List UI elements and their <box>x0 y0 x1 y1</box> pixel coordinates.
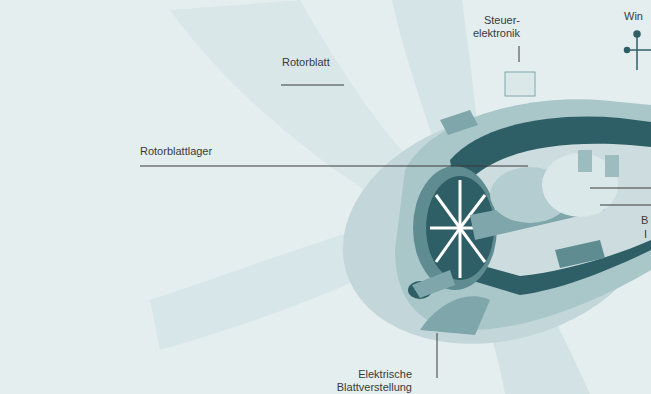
hub-halo <box>316 78 651 377</box>
wind-vane-symbol <box>625 31 651 70</box>
control-cabinet <box>505 72 535 96</box>
frame-block <box>440 110 478 135</box>
part-label: Rotorblattlager <box>140 145 260 158</box>
generator-part <box>605 155 619 177</box>
frame-block <box>555 240 605 268</box>
pitch-tube <box>412 270 455 298</box>
nacelle-shell <box>395 99 651 330</box>
generator-part <box>578 150 592 172</box>
part-label: I <box>644 228 651 241</box>
pitch-drive <box>420 296 490 335</box>
part-label: Rotorblatt <box>282 56 372 69</box>
part-label: Elektrische Blattverstellung <box>326 368 412 394</box>
nacelle-floor <box>470 144 651 276</box>
part-label: Steuer- elektronik <box>462 14 520 40</box>
part-label: B <box>641 214 651 227</box>
part-label: Win <box>624 10 651 23</box>
leader-lines <box>140 46 651 378</box>
